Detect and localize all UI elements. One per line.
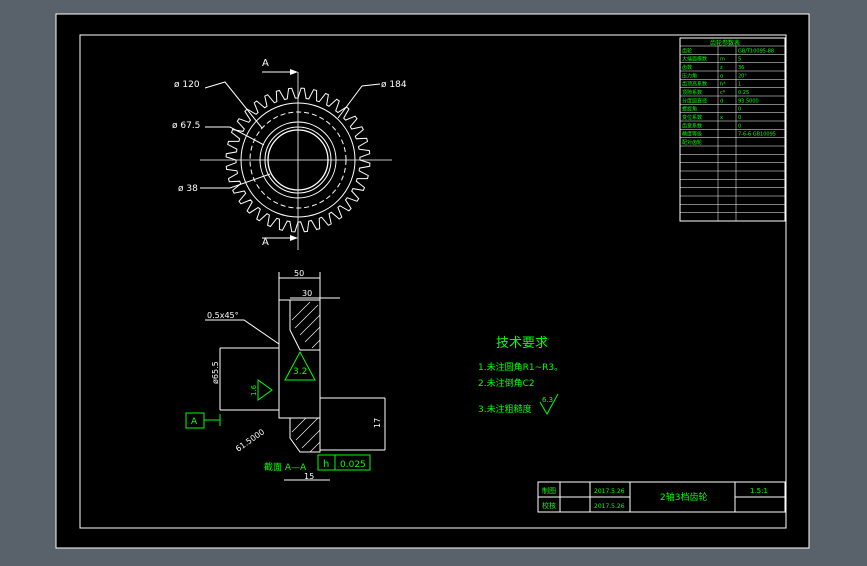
param-cell: 20°	[738, 73, 747, 79]
title-row1-date: 2017.5.26	[594, 488, 625, 495]
title-row1-label: 制图	[542, 486, 556, 495]
roughness-left-symbol	[257, 379, 273, 401]
tech-title: 技术要求	[496, 336, 548, 351]
param-cell: 36	[738, 65, 744, 71]
section-label-top: A	[262, 58, 269, 69]
sheet-border	[55, 13, 810, 549]
param-cell: 压力角	[682, 72, 697, 79]
dim-hub: 30	[302, 289, 312, 298]
tech-rough-symbol	[539, 393, 559, 416]
section-caption: 截面 A—A	[264, 461, 307, 473]
datum-label: A	[191, 417, 198, 427]
param-cell: 93.5000	[738, 98, 759, 104]
dim-width: 50	[294, 269, 304, 278]
section-arrow-top	[290, 69, 298, 75]
title-row2-date: 2017.5.26	[594, 503, 625, 510]
title-row2-label: 校核	[542, 501, 556, 510]
param-cell: 螺旋角	[682, 106, 697, 113]
param-cell: x	[720, 115, 723, 121]
param-cell: h*	[720, 82, 726, 88]
param-cell: m	[720, 57, 725, 63]
scale: 1.5:1	[750, 487, 768, 495]
param-cell: GB/T10095-88	[738, 48, 774, 54]
hatch-rim	[291, 301, 321, 349]
param-cell: 配对齿轮	[682, 139, 702, 146]
tech-rough-value: 6.3	[542, 396, 553, 404]
dim-d3: ø 38	[178, 184, 198, 194]
dim-d2: ø 67.5	[172, 121, 200, 131]
tech-item-1: 1.未注圆角R1~R3。	[478, 361, 563, 373]
param-cell: d	[720, 98, 723, 104]
param-cell: 分度圆直径	[682, 97, 707, 104]
technical-requirements: 技术要求 1.未注圆角R1~R3。 2.未注倒角C2 3.未注粗糙度 6.3	[478, 336, 563, 416]
param-cell: 变位系数	[682, 114, 702, 121]
param-cell: 7-6-6 GB10095	[738, 132, 776, 138]
param-cell: 齿数	[682, 64, 692, 71]
dim-bottom: 15	[304, 472, 314, 481]
param-cell: 齿宽系数	[682, 122, 702, 129]
param-cell: z	[720, 65, 723, 71]
param-cell: 顶隙系数	[682, 89, 702, 96]
roughness-main: 3.2	[293, 367, 307, 377]
param-rows: 齿轮 GB/T10095-88 大端面模数 m 5 齿数 z 36 压力角 α 20° 齿顶高系数 h*…	[680, 45, 785, 221]
param-cell: 5	[738, 57, 741, 63]
param-cell: 1	[738, 82, 741, 88]
leader-d1	[204, 81, 263, 129]
leader-d2	[205, 126, 265, 146]
title-block: 制图 2017.5.26 校核 2017.5.26 2轴3档齿轮 1.5:1	[537, 481, 786, 513]
param-cell: 齿轮	[682, 47, 692, 54]
roughness-symbol	[284, 350, 316, 381]
param-table-header: 齿轮参数表	[710, 39, 740, 47]
dim-height: 17	[373, 418, 382, 428]
section-label-bottom: A	[262, 237, 269, 248]
tol-value-box	[334, 454, 371, 471]
param-cell: α	[720, 73, 724, 79]
section-view: 50 30 17 0.5x45° ø65.	[185, 269, 386, 481]
section-rim	[289, 299, 321, 351]
tech-item-2: 2.未注倒角C2	[478, 377, 535, 389]
param-cell: 0.25	[738, 90, 749, 96]
param-cell: 大端面模数	[682, 56, 707, 63]
tech-item-3: 3.未注粗糙度	[478, 403, 532, 415]
param-cell: 精度等级	[682, 131, 702, 138]
param-cell: 0	[738, 123, 741, 129]
leader-chamfer	[205, 319, 280, 345]
tol-value: 0.025	[340, 460, 366, 470]
section-arrow-bottom	[290, 235, 298, 241]
dim-d1: ø 120	[174, 80, 200, 90]
leader-d3	[200, 173, 271, 189]
leader-tip	[337, 83, 381, 119]
chamfer-note: 0.5x45°	[207, 311, 239, 320]
param-cell: 0	[738, 107, 741, 113]
drawing-frame	[79, 34, 787, 529]
hatch-rim-lower	[291, 417, 321, 453]
dim-bore: ø65.5	[211, 361, 220, 384]
tol-symbol: h	[323, 459, 329, 470]
gear-front-view: A A ø 120 ø 67.5 ø 38 ø 184	[172, 58, 407, 250]
param-cell: c*	[720, 90, 726, 96]
part-name: 2轴3档齿轮	[660, 491, 707, 503]
dim-tip: ø 184	[381, 80, 407, 90]
param-cell: 0	[738, 115, 741, 121]
param-cell: 齿顶高系数	[682, 81, 707, 88]
roughness-left: 1.6	[250, 384, 258, 396]
